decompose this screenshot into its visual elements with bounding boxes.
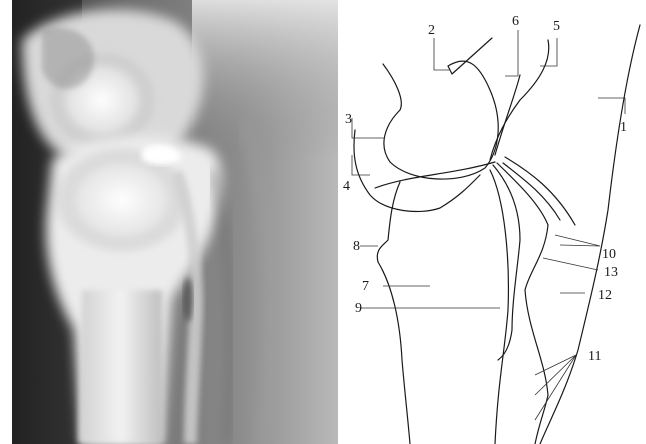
label-10: 10	[602, 247, 616, 262]
label-9: 9	[355, 301, 362, 316]
fibula-line-b	[497, 163, 548, 444]
line-diagram: 1 2 3 4 5 6 7 8 9 10 11 12 13	[338, 0, 646, 444]
fibula-line-c	[503, 163, 560, 220]
label-5: 5	[553, 19, 560, 34]
femur-caudal-line	[354, 130, 480, 212]
label-2: 2	[428, 23, 435, 38]
label-3: 3	[345, 112, 352, 127]
label-8: 8	[353, 239, 360, 254]
label-1: 1	[620, 120, 627, 135]
label-13: 13	[604, 265, 618, 280]
leader-lines	[352, 30, 625, 420]
femur-outline	[383, 38, 498, 179]
joint-line	[375, 162, 495, 188]
label-12: 12	[598, 288, 612, 303]
fibula-line-d	[505, 157, 575, 225]
outer-contour	[540, 25, 640, 444]
label-6: 6	[512, 14, 519, 29]
xray-image	[12, 0, 338, 444]
label-7: 7	[362, 279, 369, 294]
tibia-caudal-outline	[490, 170, 508, 444]
label-4: 4	[343, 179, 350, 194]
condyle-line	[495, 75, 520, 155]
tibia-cranial-outline	[377, 182, 410, 444]
label-11: 11	[588, 349, 601, 364]
